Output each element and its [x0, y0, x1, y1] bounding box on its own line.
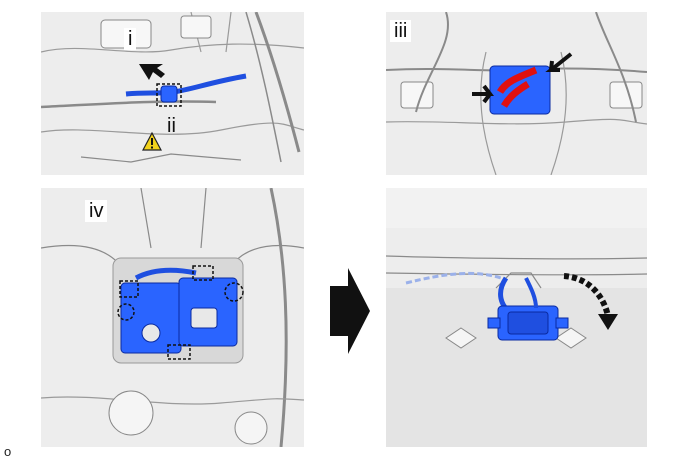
black-arrow-right: [545, 52, 573, 72]
clip-part: [160, 85, 178, 103]
panel-i-illustration: [41, 12, 304, 175]
panel-label-iii: iii: [390, 20, 412, 42]
panel-iv-illustration: [41, 188, 304, 447]
dashed-box: [156, 83, 182, 107]
panel-label-iv: iv: [85, 200, 108, 222]
panel-final-illustration: [386, 188, 647, 447]
black-arrow: [139, 64, 165, 80]
panel-iv: iv: [41, 188, 304, 447]
figure-code: o: [4, 444, 12, 459]
panel-i: i ii: [41, 12, 304, 175]
curved-arrow: [563, 273, 611, 317]
panel-iii-illustration: [386, 12, 647, 175]
panel-label-i: i: [124, 28, 137, 50]
callout-ii: ii: [167, 115, 176, 137]
dashed-circle: [117, 303, 135, 321]
step-arrow-icon: [330, 268, 370, 354]
dashed-box: [192, 265, 214, 281]
panel-final: [386, 188, 647, 447]
dashed-box: [167, 344, 191, 360]
black-arrow-left: [472, 84, 494, 104]
dashed-circle: [224, 282, 244, 302]
red-highlight: [496, 66, 538, 94]
dashed-box: [119, 280, 139, 298]
panel-iii: iii: [386, 12, 647, 175]
